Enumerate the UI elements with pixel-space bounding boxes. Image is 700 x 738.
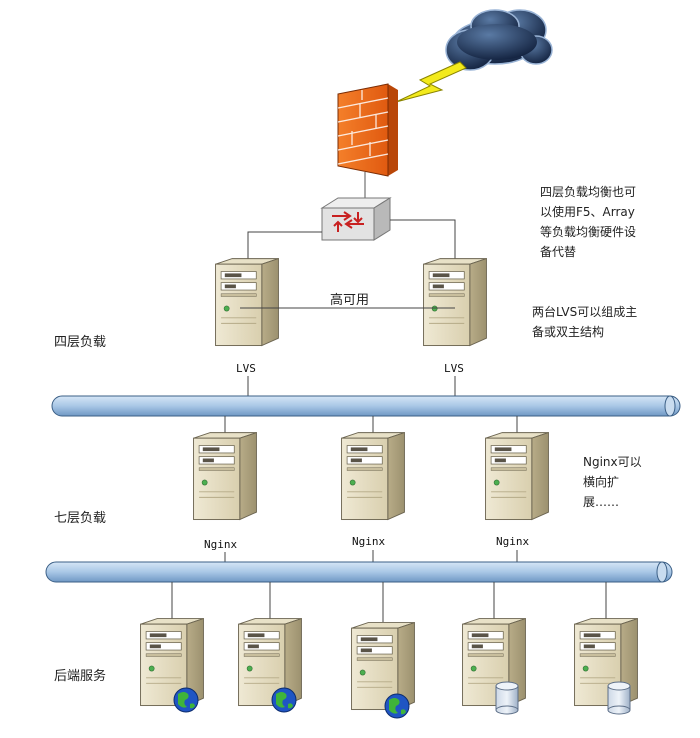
internet-cloud-icon: [445, 9, 553, 71]
network-bus-top: [51, 395, 681, 417]
firewall-icon: [337, 83, 398, 177]
hw-note-line-4: 备代替: [540, 245, 576, 259]
lightning-bolt-icon: [395, 61, 467, 103]
backend-label: 后端服务: [54, 668, 106, 684]
layer7-label: 七层负载: [54, 511, 106, 526]
switch-icon: [320, 197, 392, 241]
nginx-server-1: [193, 432, 257, 521]
nginx-label-3: Nginx: [496, 535, 529, 548]
hw-note-line-2: 以使用F5、Array: [540, 204, 635, 219]
database-icon: [607, 681, 631, 715]
globe-icon: [173, 687, 199, 713]
hw-note-line-3: 等负载均衡硬件设: [540, 225, 636, 239]
lvs-note-line-2: 备或双主结构: [532, 324, 604, 339]
lvs-note-line-1: 两台LVS可以组成主: [532, 304, 637, 319]
lvs-server-right: [423, 258, 487, 347]
nginx-note-line-2: 横向扩: [583, 474, 619, 489]
nginx-server-2: [341, 432, 405, 521]
nginx-label-2: Nginx: [352, 535, 385, 548]
switch-to-lvs-links: [247, 219, 456, 262]
nginx-note-line-3: 展……: [583, 495, 619, 509]
hw-note-line-1: 四层负载均衡也可: [540, 185, 636, 199]
lvs-server-left: [215, 258, 279, 347]
nginx-note-line-1: Nginx可以: [583, 455, 642, 469]
globe-icon: [384, 693, 410, 719]
network-bus-bottom: [45, 561, 673, 583]
nginx-label-1: Nginx: [204, 538, 237, 551]
ha-label: 高可用: [330, 292, 369, 308]
globe-icon: [271, 687, 297, 713]
lvs-label-left: LVS: [236, 362, 256, 375]
nginx-server-3: [485, 432, 549, 521]
lvs-label-right: LVS: [444, 362, 464, 375]
database-icon: [495, 681, 519, 715]
layer4-label: 四层负载: [54, 335, 106, 350]
